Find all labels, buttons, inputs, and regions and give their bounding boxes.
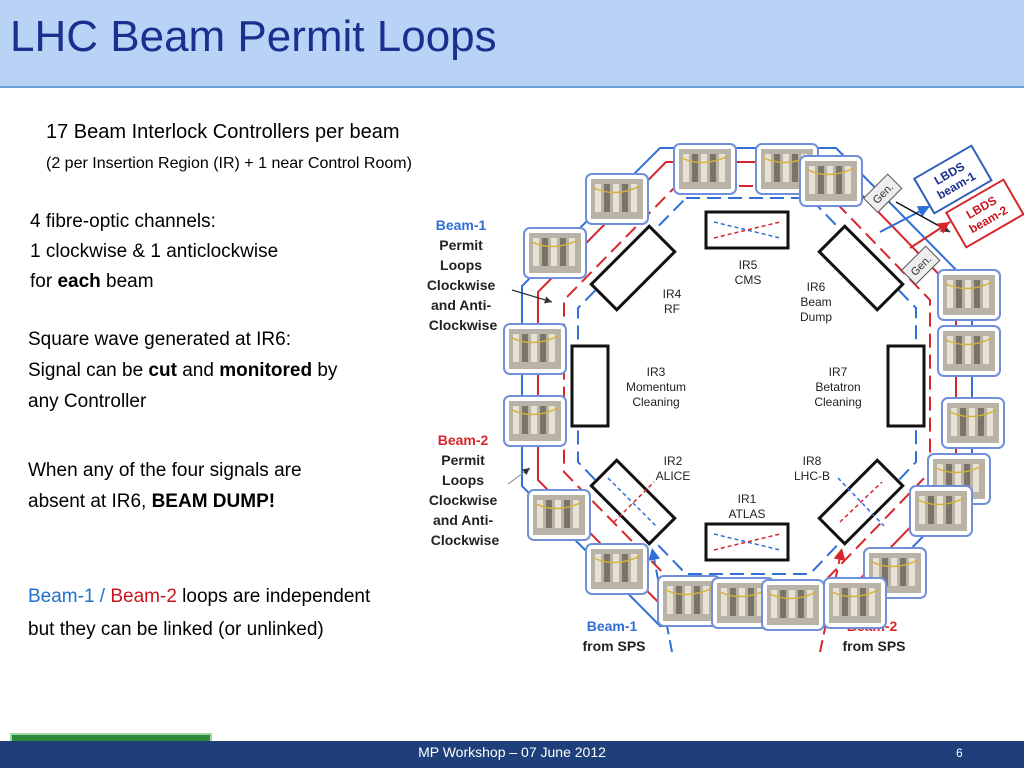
controller-photo (937, 325, 1001, 377)
ir2-cross-blue (607, 477, 657, 527)
fibre-channels-text: 4 fibre-optic channels: 1 clockwise & 1 … (30, 207, 278, 297)
title-bar (0, 0, 1024, 88)
fibre-line-3: for each beam (30, 267, 278, 297)
indep-line-2: but they can be linked (or unlinked) (28, 619, 324, 640)
gen-box-bottom: Gen. (900, 245, 941, 286)
ir7-box (886, 344, 926, 428)
beam1-from-sps-label: Beam-1 from SPS (582, 618, 645, 654)
beam-dump-text: When any of the four signals are absent … (28, 455, 302, 517)
controller-photos (503, 143, 1005, 631)
ir5-cross-red (713, 221, 781, 239)
fibre-each: each (57, 271, 101, 292)
fibre-line-1: 4 fibre-optic channels: (30, 211, 216, 232)
controllers-detail-text: (2 per Insertion Region (IR) + 1 near Co… (46, 155, 412, 172)
indep-rest: loops are independent (176, 586, 371, 607)
fibre-beam: beam (100, 271, 154, 292)
square-cut: cut (148, 360, 177, 381)
ir1-cross-blue (713, 533, 781, 551)
controller-photo (941, 397, 1005, 449)
beam2-permit-label: Beam-2 Permit Loops Clockwise and Anti- … (429, 432, 501, 548)
ir3-box (570, 344, 610, 428)
lbds2-box: LBDSbeam-2 (944, 178, 1024, 249)
ir4-box (589, 224, 677, 312)
controller-photo (527, 489, 591, 541)
gen-box-top: Gen. (862, 173, 903, 214)
ir5-cross-blue (713, 221, 781, 239)
controller-photo (503, 395, 567, 447)
square-signal: Signal can be (28, 360, 149, 381)
footer-bar (0, 741, 1024, 768)
square-and: and (176, 360, 220, 381)
when-line-2: absent at IR6, BEAM DUMP! (28, 486, 302, 517)
controller-photo (673, 143, 737, 195)
ir1-cross-red (713, 533, 781, 551)
controller-photo (823, 577, 887, 629)
fibre-line-2: 1 clockwise & 1 anticlockwise (30, 241, 279, 262)
indep-line-1: Beam-1 / Beam-2 loops are independent (28, 580, 370, 613)
beam1-pointer-arrow (511, 289, 553, 304)
square-line-3: any Controller (28, 391, 147, 412)
beam2-pointer-arrow (507, 467, 531, 485)
fibre-for: for (30, 271, 58, 292)
lbds-link-arrow-3 (909, 221, 951, 249)
controller-photo (585, 173, 649, 225)
controller-photo (657, 575, 721, 627)
ir2-cross-red (613, 481, 655, 523)
controller-photo (523, 227, 587, 279)
controller-photo (937, 269, 1001, 321)
beam1-permit-label: Beam-1 Permit Loops Clockwise and Anti- … (427, 217, 499, 333)
slide-title: LHC Beam Permit Loops (10, 12, 497, 61)
controller-photo (711, 577, 775, 629)
square-by: by (312, 360, 338, 381)
square-monitored: monitored (219, 360, 313, 381)
square-line-2: Signal can be cut and monitored by (28, 355, 337, 386)
controllers-count-text: 17 Beam Interlock Controllers per beam (46, 121, 400, 143)
controller-photo (761, 579, 825, 631)
controller-photo (503, 323, 567, 375)
indep-beam1: Beam-1 (28, 586, 95, 607)
when-beam-dump: BEAM DUMP! (151, 491, 276, 512)
ir6-box (817, 224, 905, 312)
ir-crossings (607, 221, 885, 551)
ir8-cross-red (839, 481, 883, 523)
independent-loops-text: Beam-1 / Beam-2 loops are independent bu… (28, 580, 370, 646)
when-line-1: When any of the four signals are (28, 460, 302, 481)
square-line-1: Square wave generated at IR6: (28, 329, 292, 350)
when-absent: absent at IR6, (28, 491, 152, 512)
page-number: 6 (956, 746, 963, 760)
indep-slash: / (94, 586, 111, 607)
lbds-link-arrow-1 (879, 205, 931, 233)
controller-photo (909, 485, 973, 537)
square-wave-text: Square wave generated at IR6: Signal can… (28, 324, 337, 417)
ir1-box (704, 522, 790, 562)
controller-photo (585, 543, 649, 595)
ir5-box (704, 210, 790, 250)
indep-beam2: Beam-2 (110, 586, 177, 607)
controller-photo (799, 155, 863, 207)
footer-event-date: MP Workshop – 07 June 2012 (418, 744, 606, 760)
